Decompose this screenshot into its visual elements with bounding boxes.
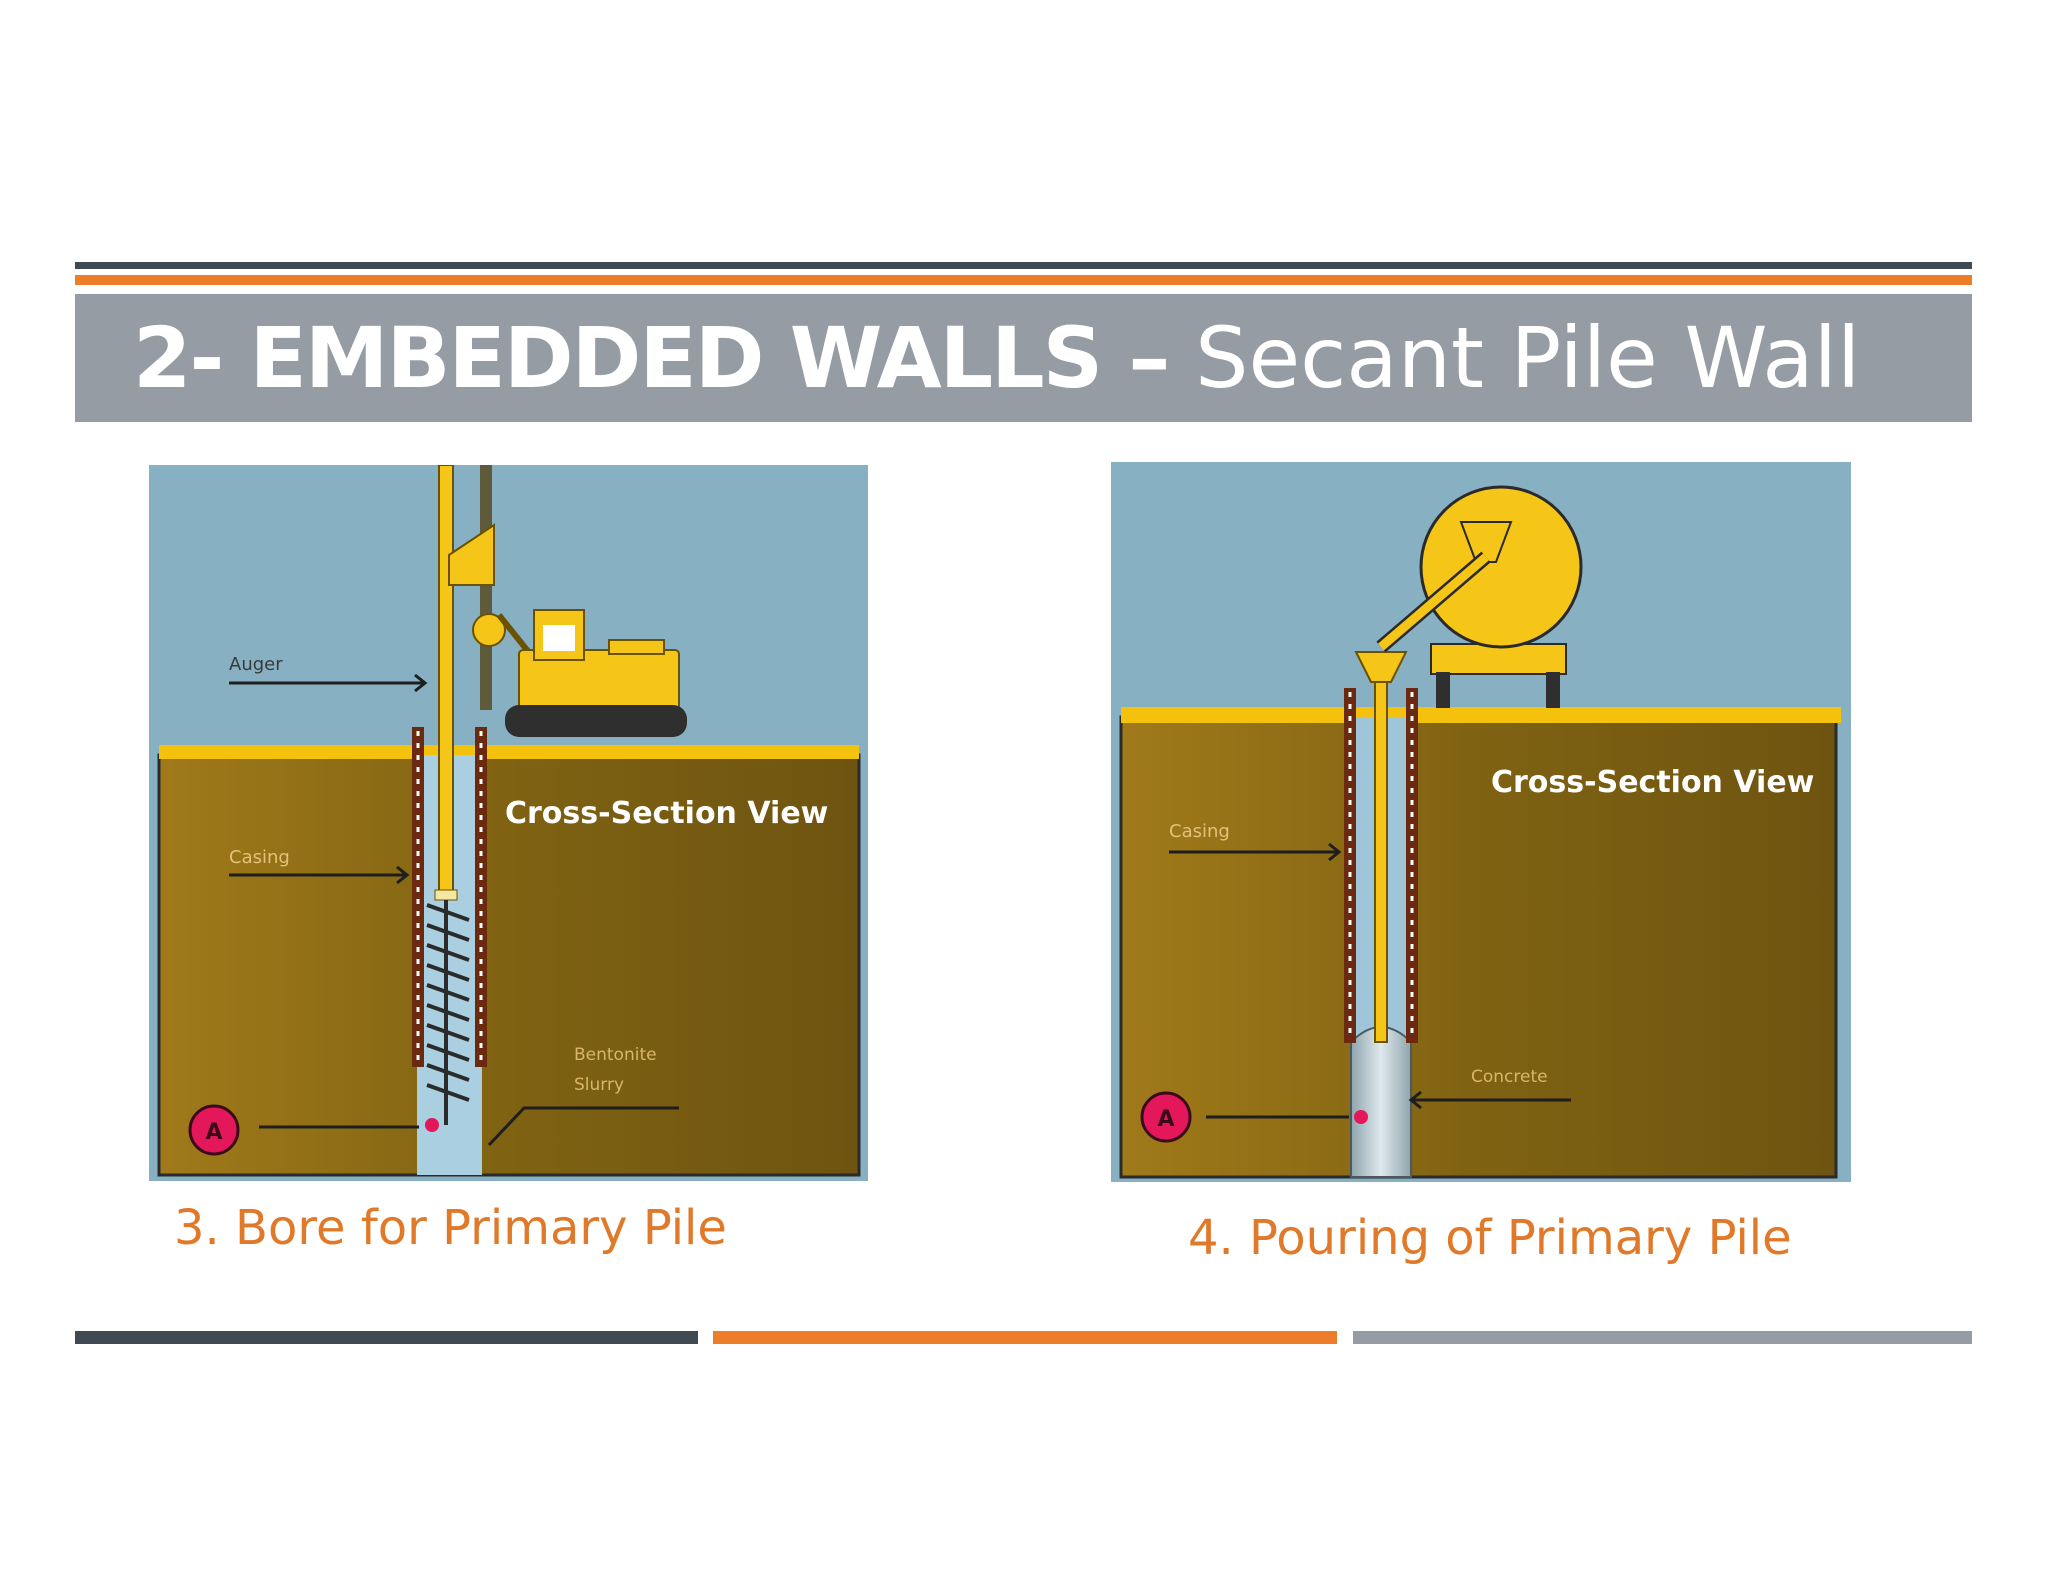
leader-mast [480,465,492,710]
top-rule-orange [75,275,1972,285]
concrete-label: Concrete [1471,1067,1548,1087]
casing-label: Casing [1169,821,1230,842]
diagram-bore-primary-pile: Auger Casing Cross-Section View Bentonit… [149,465,868,1181]
casing-right [475,727,487,1067]
ground-surface [159,745,859,759]
title-bar: 2- EMBEDDED WALLS – Secant Pile Wall [75,294,1972,422]
cross-section-view-label: Cross-Section View [1491,765,1814,800]
slurry-label-line1: Bentonite [574,1045,657,1065]
bottom-rule-grey [1353,1331,1972,1344]
drilling-rig [448,523,687,737]
bottom-rule-dark [75,1331,698,1344]
soil [157,753,861,1177]
bottom-rule-orange [713,1331,1337,1344]
slurry-label-line2: Slurry [574,1075,624,1095]
marker-a-label: A [205,1120,222,1145]
diagram-pouring-primary-pile: Cross-Section View Casing Concrete A [1111,462,1851,1182]
concrete-mixer [1376,485,1583,708]
casing-left [412,727,424,1067]
caption-pouring-primary-pile: 4. Pouring of Primary Pile [1188,1210,1792,1266]
top-rule-dark [75,262,1972,269]
slide-title-light: Secant Pile Wall [1195,309,1861,407]
marker-a-label: A [1157,1107,1174,1132]
slurry-arrow [487,1106,679,1147]
auger-mast [438,465,454,896]
cross-section-view-label: Cross-Section View [505,796,828,831]
slide-title: 2- EMBEDDED WALLS – Secant Pile Wall [133,308,1860,408]
auger-flights [426,900,470,1125]
ground-surface [1121,707,1841,723]
auger-label: Auger [229,654,283,675]
concrete-fill [1350,1026,1412,1178]
tremie-pipe [1374,671,1388,1043]
casing-left [1344,688,1356,1043]
casing-label: Casing [229,847,290,868]
slide-title-bold: 2- EMBEDDED WALLS – [133,309,1170,407]
hopper [1354,651,1408,683]
marker-a [1140,1091,1192,1143]
marker-a [188,1104,240,1156]
casing-right [1406,688,1418,1043]
caption-bore-primary-pile: 3. Bore for Primary Pile [174,1200,727,1256]
